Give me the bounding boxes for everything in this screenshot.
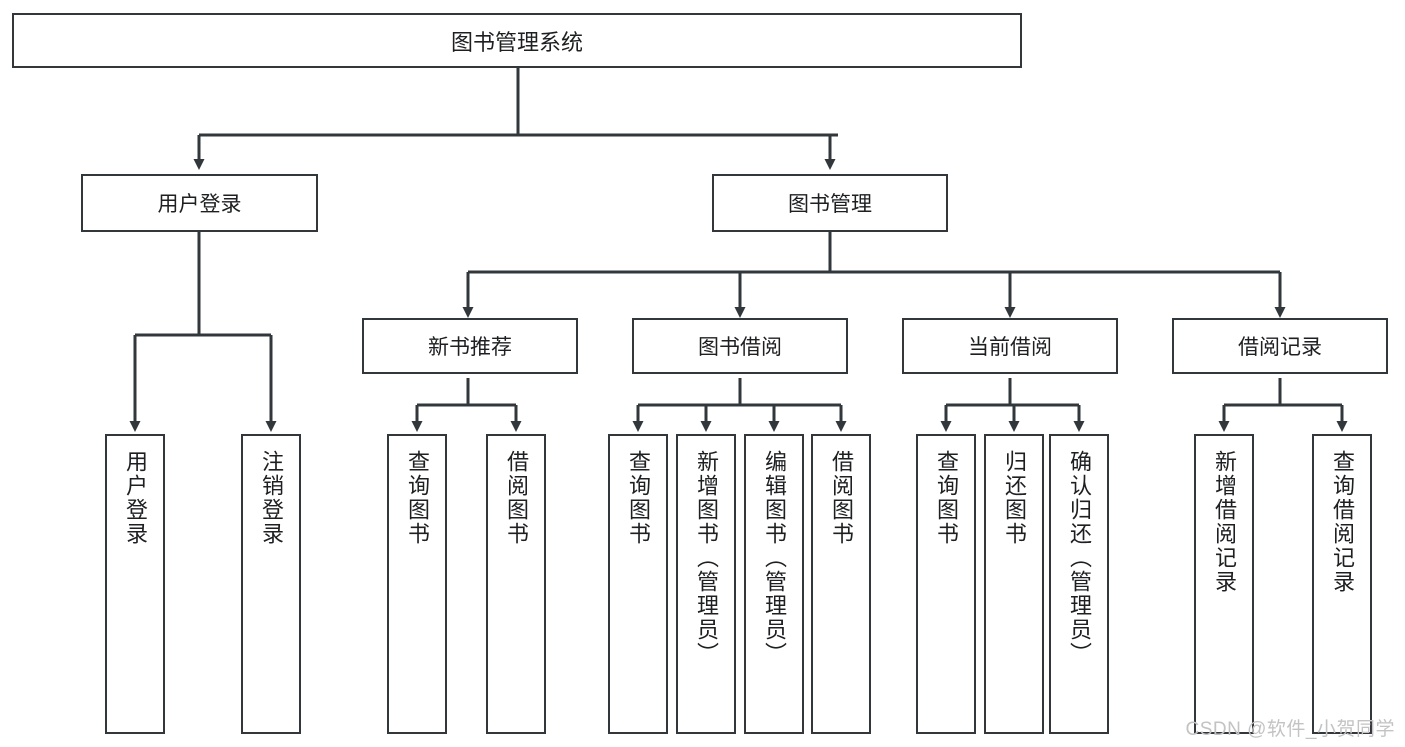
node-book-borrow[interactable]: 图书借阅 bbox=[632, 318, 848, 374]
node-leaf-query-book-3[interactable]: 查询图书 bbox=[916, 434, 976, 734]
node-leaf-borrow-book-1[interactable]: 借阅图书 bbox=[486, 434, 546, 734]
node-borrow-record[interactable]: 借阅记录 bbox=[1172, 318, 1388, 374]
node-leaf-borrow-book-1-label: 借阅图书 bbox=[503, 450, 529, 546]
node-leaf-user-login[interactable]: 用户登录 bbox=[105, 434, 165, 734]
node-leaf-edit-book-admin-label: 编辑图书（管理员） bbox=[761, 450, 787, 666]
node-leaf-add-book-admin-label: 新增图书（管理员） bbox=[693, 450, 719, 666]
node-leaf-add-borrow-record[interactable]: 新增借阅记录 bbox=[1194, 434, 1254, 734]
node-leaf-return-book[interactable]: 归还图书 bbox=[984, 434, 1044, 734]
node-new-book-recommend-label: 新书推荐 bbox=[428, 336, 512, 359]
node-borrow-record-label: 借阅记录 bbox=[1238, 336, 1322, 359]
node-leaf-borrow-book-2[interactable]: 借阅图书 bbox=[811, 434, 871, 734]
node-user-login-label: 用户登录 bbox=[157, 193, 242, 216]
node-leaf-query-book-1-label: 查询图书 bbox=[404, 450, 430, 546]
node-leaf-logout-login-label: 注销登录 bbox=[258, 450, 284, 546]
node-leaf-query-book-3-label: 查询图书 bbox=[933, 450, 959, 546]
node-new-book-recommend[interactable]: 新书推荐 bbox=[362, 318, 578, 374]
node-book-borrow-label: 图书借阅 bbox=[698, 336, 782, 359]
node-leaf-query-borrow-record[interactable]: 查询借阅记录 bbox=[1312, 434, 1372, 734]
node-leaf-add-book-admin[interactable]: 新增图书（管理员） bbox=[676, 434, 736, 734]
node-book-manage[interactable]: 图书管理 bbox=[712, 174, 948, 232]
node-leaf-confirm-return-admin-label: 确认归还（管理员） bbox=[1066, 450, 1092, 666]
node-leaf-query-book-2-label: 查询图书 bbox=[625, 450, 651, 546]
node-leaf-add-borrow-record-label: 新增借阅记录 bbox=[1211, 450, 1237, 594]
node-leaf-confirm-return-admin[interactable]: 确认归还（管理员） bbox=[1049, 434, 1109, 734]
node-leaf-query-borrow-record-label: 查询借阅记录 bbox=[1329, 450, 1355, 594]
node-leaf-borrow-book-2-label: 借阅图书 bbox=[828, 450, 854, 546]
node-current-borrow-label: 当前借阅 bbox=[968, 336, 1052, 359]
node-user-login[interactable]: 用户登录 bbox=[81, 174, 318, 232]
node-leaf-edit-book-admin[interactable]: 编辑图书（管理员） bbox=[744, 434, 804, 734]
node-root-label: 图书管理系统 bbox=[450, 29, 583, 55]
node-leaf-query-book-2[interactable]: 查询图书 bbox=[608, 434, 668, 734]
node-current-borrow[interactable]: 当前借阅 bbox=[902, 318, 1118, 374]
node-leaf-return-book-label: 归还图书 bbox=[1001, 450, 1027, 546]
node-leaf-query-book-1[interactable]: 查询图书 bbox=[387, 434, 447, 734]
node-book-manage-label: 图书管理 bbox=[788, 193, 872, 216]
node-leaf-user-login-label: 用户登录 bbox=[122, 450, 148, 546]
node-root[interactable]: 图书管理系统 bbox=[12, 13, 1022, 68]
node-leaf-logout-login[interactable]: 注销登录 bbox=[241, 434, 301, 734]
